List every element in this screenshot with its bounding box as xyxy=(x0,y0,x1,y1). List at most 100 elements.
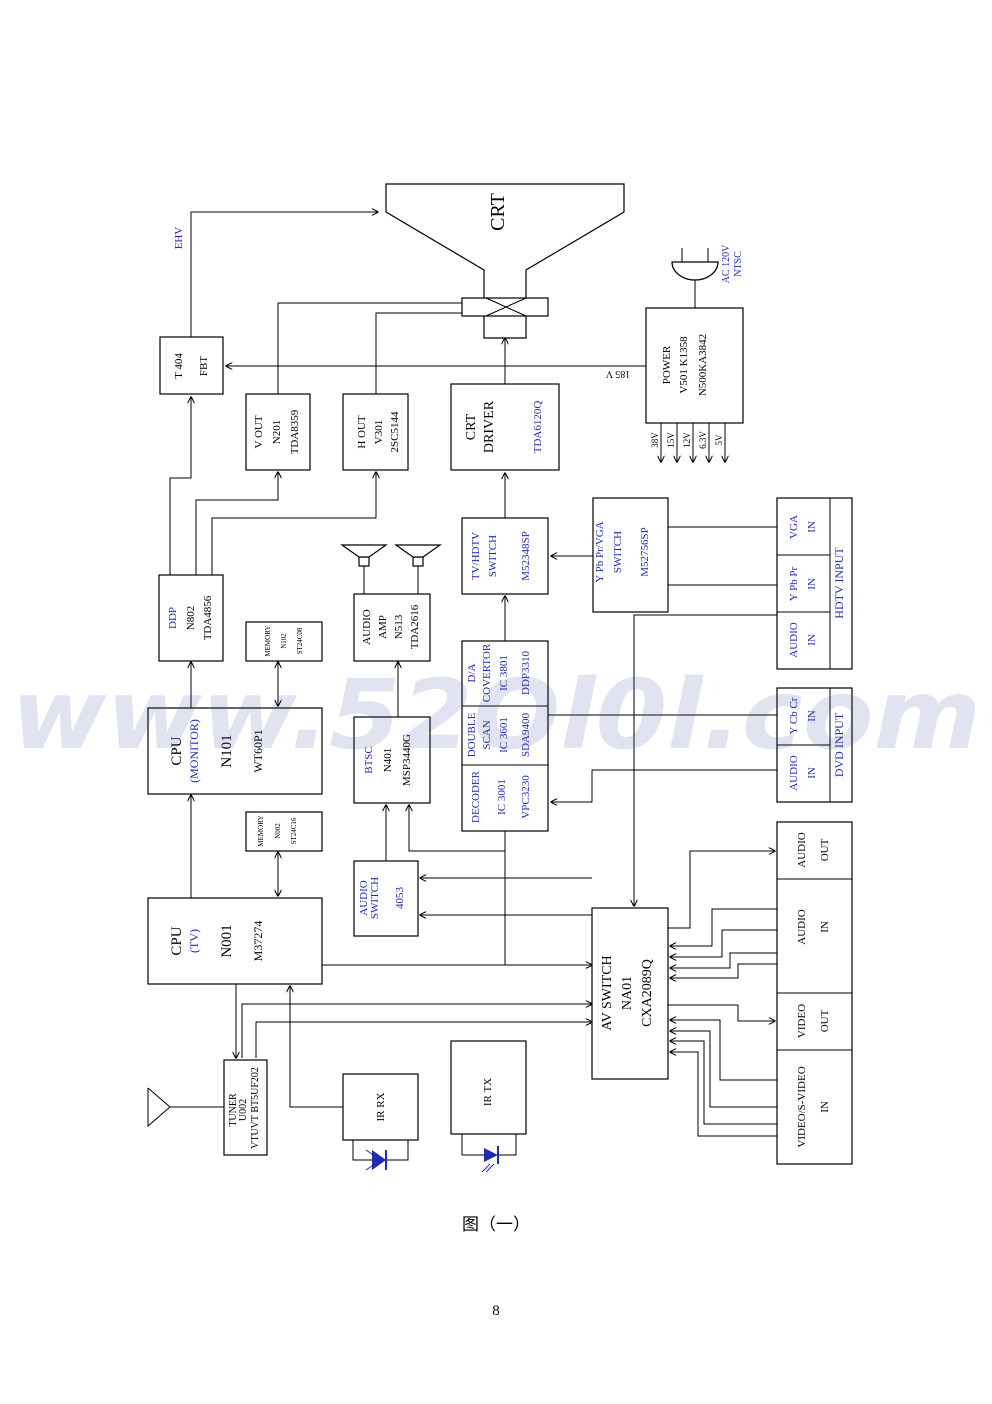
vout-l2: N201 xyxy=(271,420,283,444)
power-block: POWER V501 K1358 N500KA3842 xyxy=(645,307,744,424)
dvd-audio-l2: IN xyxy=(806,767,818,779)
crtdrv-l3: TDA6120Q xyxy=(532,401,544,454)
hout-l3: 2SC5144 xyxy=(389,411,401,452)
cputv-l3: N001 xyxy=(219,924,235,957)
vout2-l2: OUT xyxy=(819,1009,831,1032)
figure-caption: 图（一） xyxy=(462,1215,530,1235)
crt-tube: CRT xyxy=(385,183,625,339)
hout-l2: V301 xyxy=(373,420,385,444)
crt-driver-block: CRT DRIVER TDA6120Q xyxy=(450,383,560,471)
watermark: www.52Ol0l.com xyxy=(11,659,981,771)
aout-l1: AUDIO xyxy=(796,832,808,867)
ypsw-l3: M52756SP xyxy=(639,527,651,577)
tvh-l1: TV/HDTV xyxy=(470,532,482,580)
da-l2: COVERTOR xyxy=(481,643,493,702)
ddp-l2: N802 xyxy=(185,606,197,630)
amp-l3: N513 xyxy=(393,614,405,639)
ypsw-l1: Y Pb Pr/VGA xyxy=(594,521,606,582)
hdtv-ypbpr-l1: Y Pb Pr xyxy=(788,566,800,601)
ds-l3: IC 3601 xyxy=(498,717,510,753)
irtx-label: IR TX xyxy=(482,1078,494,1106)
svin-l1: VIDEO/S-VIDEO xyxy=(796,1066,808,1147)
power-l2: V501 K1358 xyxy=(678,336,690,394)
dvd-input-panel: Y Cb Cr IN AUDIO IN DVD INPUT xyxy=(776,687,853,803)
tuner-l2: U002 xyxy=(238,1099,249,1121)
tv-hdtv-switch-block: TV/HDTV SWITCH M52348SP xyxy=(461,517,549,595)
mem2-l1: MEMORY xyxy=(257,815,265,846)
da-l1: D/A xyxy=(466,663,478,682)
hdtv-vga-l2: IN xyxy=(806,521,818,533)
ypbpr-vga-switch-block: Y Pb Pr/VGA SWITCH M52756SP xyxy=(592,497,669,613)
tuner-l1: TUNER xyxy=(228,1093,239,1127)
tuner-l3: VTUVT BT5UF202 xyxy=(250,1067,261,1149)
hdtv-ypbpr-l2: IN xyxy=(806,578,818,590)
audio-switch-block: AUDIO SWITCH 4053 xyxy=(353,860,419,937)
page-number: 8 xyxy=(492,1303,500,1319)
ir-rx-block: IR RX xyxy=(342,1073,419,1161)
ds-l2: SCAN xyxy=(481,720,493,749)
btsc-l2: N401 xyxy=(382,748,394,772)
speaker-right-icon xyxy=(394,544,442,567)
irrx-label: IR RX xyxy=(375,1092,387,1121)
cpumon-l4: WT60P1 xyxy=(251,729,265,772)
hout-block: H OUT V301 2SC5144 xyxy=(342,393,409,471)
hdtv-input-title: HDTV INPUT xyxy=(832,547,846,619)
power-l3: N500KA3842 xyxy=(697,334,709,396)
ac-label-1: AC 120V xyxy=(721,244,732,283)
mem1-l2: N102 xyxy=(280,633,288,649)
hout-l1: H OUT xyxy=(356,415,368,449)
fbt-block: T 404 FBT xyxy=(159,336,224,395)
ac-plug-icon xyxy=(671,248,719,282)
crtdrv-l2: DRIVER xyxy=(482,400,497,453)
amp-l2: AMP xyxy=(377,615,389,639)
av-io-panel: AUDIO OUT AUDIO IN VIDEO OUT VIDEO/S-VID… xyxy=(776,821,853,1165)
ir-transmitter-diode-icon xyxy=(481,1146,499,1173)
cpu-tv-block: CPU (TV) N001 M37274 xyxy=(147,897,323,985)
cputv-l4: M37274 xyxy=(251,921,265,962)
asw-l2: SWITCH xyxy=(369,877,381,919)
hdtv-audio-l2: IN xyxy=(806,634,818,646)
cputv-l1: CPU xyxy=(169,926,185,955)
dvd-audio-l1: AUDIO xyxy=(788,755,800,790)
ir-receiver-diode-icon xyxy=(365,1149,387,1171)
mem2-l2: N002 xyxy=(274,823,282,839)
dvd-ycbcr-l1: Y Cb Cr xyxy=(788,697,800,734)
amp-l4: TDA2616 xyxy=(409,604,421,649)
ehv-label: EHV xyxy=(173,227,185,250)
avsw-l2: NA01 xyxy=(620,976,635,1010)
signal-lines xyxy=(169,212,777,1137)
dec-l1: DECODER xyxy=(470,770,482,823)
aout-l2: OUT xyxy=(819,838,831,861)
asw-l1: AUDIO xyxy=(358,880,370,915)
v185-label: 185 V xyxy=(605,368,630,379)
memory-n102-block: MEMORY N102 ST24C08 xyxy=(245,621,323,662)
ddp-block: DDP N802 TDA4856 xyxy=(158,574,224,662)
cpumon-l2: (MONITOR) xyxy=(187,719,201,783)
ds-l1: DOUBLE xyxy=(466,712,478,757)
crtdrv-l1: CRT xyxy=(464,413,479,440)
memory-n002-block: MEMORY N002 ST24C16 xyxy=(245,811,323,852)
cpumon-l1: CPU xyxy=(169,736,185,765)
mem1-l1: MEMORY xyxy=(264,625,272,656)
video-processing-block: D/A COVERTOR IC 3801 DDP3310 DOUBLE SCAN… xyxy=(461,640,549,832)
mem1-l3: ST24C08 xyxy=(296,627,304,654)
vout2-l1: VIDEO xyxy=(796,1004,808,1038)
rail-12v: 12V xyxy=(682,432,692,448)
hdtv-input-panel: VGA IN Y Pb Pr IN AUDIO IN HDTV INPUT xyxy=(776,497,853,670)
ypsw-l2: SWITCH xyxy=(612,531,624,573)
vout-block: V OUT N201 TDA8359 xyxy=(245,393,311,471)
amp-l1: AUDIO xyxy=(361,609,373,644)
btsc-l3: MSP3440G xyxy=(401,734,413,786)
ds-l4: SDA9400 xyxy=(520,713,532,758)
ain-l2: IN xyxy=(819,921,831,933)
vout-l3: TDA8359 xyxy=(289,409,301,454)
dec-l3: VPC3230 xyxy=(520,775,532,819)
mem2-l3: ST24C16 xyxy=(290,817,298,844)
crt-label: CRT xyxy=(487,193,509,231)
dvd-input-title: DVD INPUT xyxy=(832,712,846,777)
fbt-l1: T 404 xyxy=(173,353,185,379)
power-rails: 38V 15V 12V 6.3V 5V xyxy=(650,431,724,449)
speaker-left-icon xyxy=(340,544,388,567)
hdtv-audio-l1: AUDIO xyxy=(788,622,800,657)
